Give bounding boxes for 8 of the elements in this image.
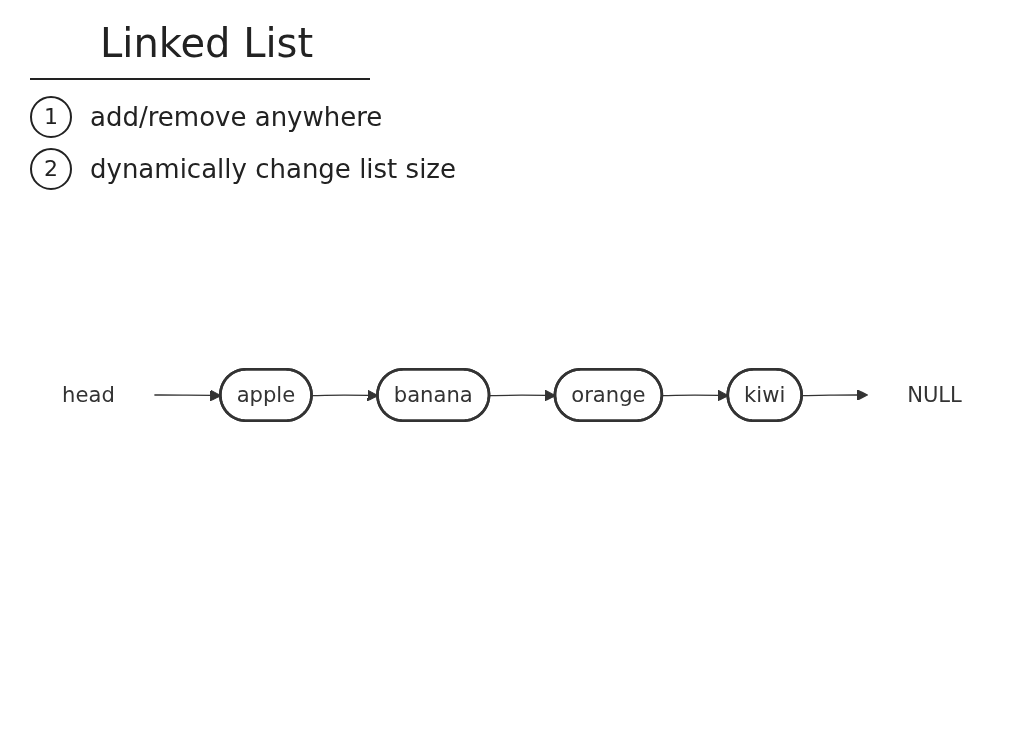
note-text: dynamically change list size [90, 154, 456, 184]
node-text: NULL [907, 381, 962, 407]
circled-number: 2 [30, 148, 72, 190]
title: Linked List [100, 20, 315, 68]
circled-number: 1 [30, 96, 72, 138]
note-text: add/remove anywhere [90, 102, 383, 132]
node-text: head [62, 381, 115, 407]
arrow [801, 389, 869, 401]
